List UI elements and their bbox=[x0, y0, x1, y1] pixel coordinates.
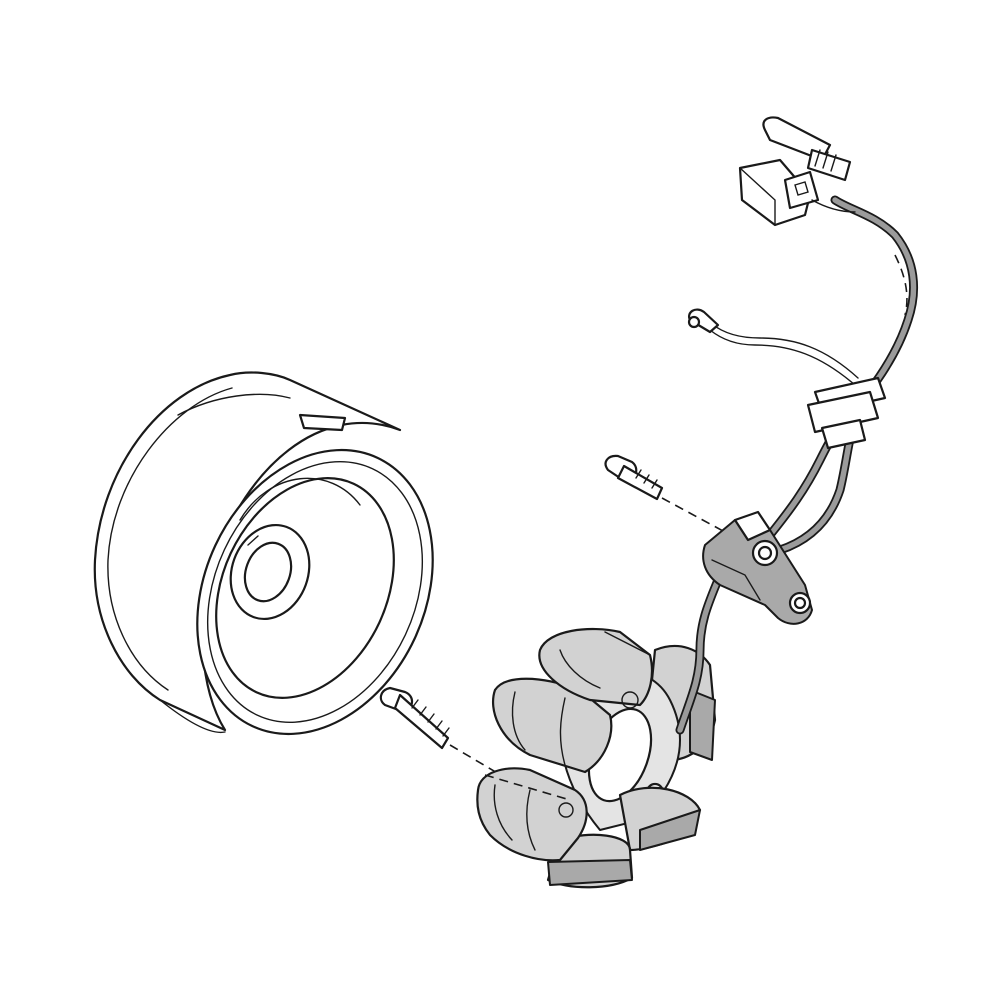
wire-harness bbox=[675, 195, 919, 735]
screw-upper bbox=[604, 454, 726, 533]
pickup-sensor bbox=[702, 510, 813, 625]
stator bbox=[476, 627, 717, 889]
grommet bbox=[806, 376, 887, 450]
connector bbox=[738, 116, 856, 227]
ring-terminal bbox=[687, 308, 720, 334]
flywheel-rotor bbox=[93, 371, 434, 736]
